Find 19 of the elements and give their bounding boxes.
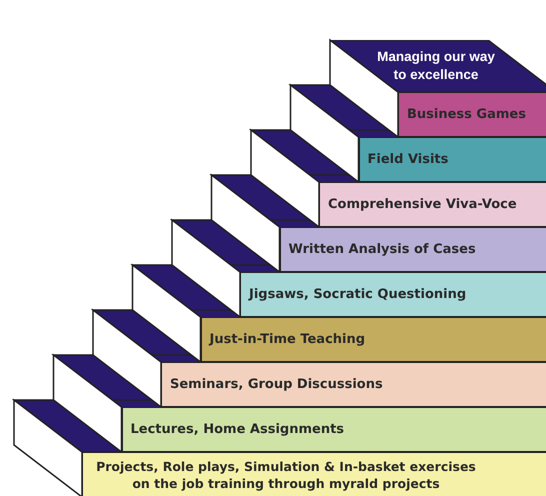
heading-text: Managing our way to excellence <box>376 48 496 84</box>
step-label: Written Analysis of Cases <box>288 242 476 257</box>
step-riser <box>240 272 546 317</box>
step-label: Just-in-Time Teaching <box>210 332 366 347</box>
step-label: Comprehensive Viva-Voce <box>328 197 517 212</box>
step-label: Field Visits <box>368 152 448 167</box>
step-riser <box>358 137 546 182</box>
step-label: Seminars, Group Discussions <box>170 377 383 392</box>
step-riser <box>161 362 546 407</box>
step-label: Business Games <box>407 107 526 122</box>
step-label: Jigsaws, Socratic Questioning <box>249 287 466 302</box>
step-label: Lectures, Home Assignments <box>130 422 344 437</box>
step-riser <box>280 227 546 272</box>
step-riser <box>319 182 546 227</box>
step-riser <box>398 92 546 137</box>
step-riser <box>82 452 546 496</box>
step-riser <box>122 407 546 452</box>
step-label: Projects, Role plays, Simulation & In-basket exercises on the job training through myrald projects <box>95 458 477 492</box>
step-riser <box>200 317 546 362</box>
